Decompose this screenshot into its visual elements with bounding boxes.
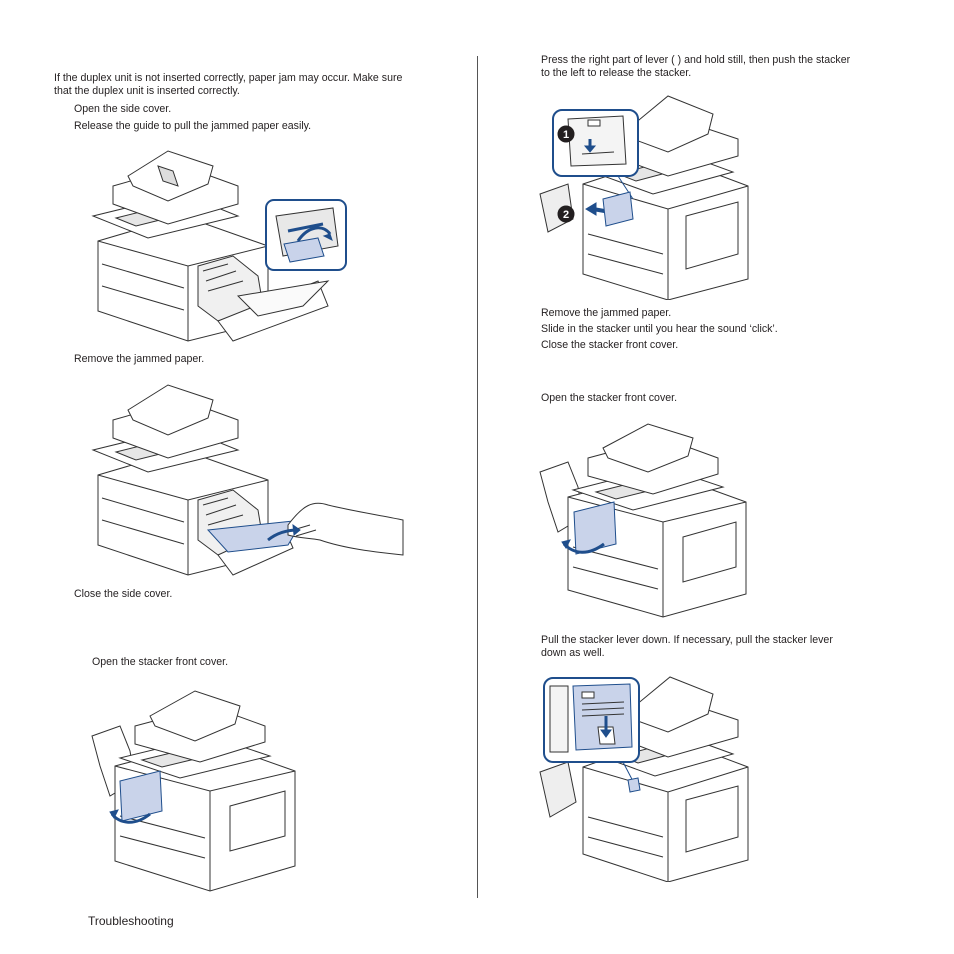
step-close-stacker-cover: Close the stacker front cover. [541,339,679,351]
figure-open-stacker-cover [90,686,310,896]
step-remove-jammed-paper-right: Remove the jammed paper. [541,307,672,319]
figure-open-stacker-cover-right [538,422,753,622]
figure-release-guide [88,146,358,346]
intro-line-2: that the duplex unit is inserted correct… [54,85,240,97]
step-release-guide: Release the guide to pull the jammed pap… [74,120,312,132]
step-close-side-cover: Close the side cover. [74,588,173,600]
callout-2-label: 2 [563,209,569,221]
step-open-stacker-cover-right: Open the stacker front cover. [541,392,678,404]
step-remove-jammed-paper: Remove the jammed paper. [74,353,205,365]
step-open-side-cover: Open the side cover. [74,103,172,115]
column-divider [477,56,478,898]
figure-pull-stacker-lever [538,672,753,882]
step-open-stacker-cover: Open the stacker front cover. [92,656,229,668]
callout-1-label: 1 [563,129,569,141]
step-lever-line-1: Press the right part of lever ( ) and ho… [541,54,851,66]
intro-line-1: If the duplex unit is not inserted corre… [54,72,403,84]
figure-remove-jammed-paper [88,380,408,580]
step-lever-line-2: to the left to release the stacker. [541,67,692,79]
step-pull-lever-line-1: Pull the stacker lever down. If necessar… [541,634,833,646]
footer-section-title: Troubleshooting [88,914,174,928]
step-pull-lever-line-2: down as well. [541,647,605,659]
figure-press-lever: 1 2 [538,94,753,300]
step-slide-stacker: Slide in the stacker until you hear the … [541,323,778,335]
